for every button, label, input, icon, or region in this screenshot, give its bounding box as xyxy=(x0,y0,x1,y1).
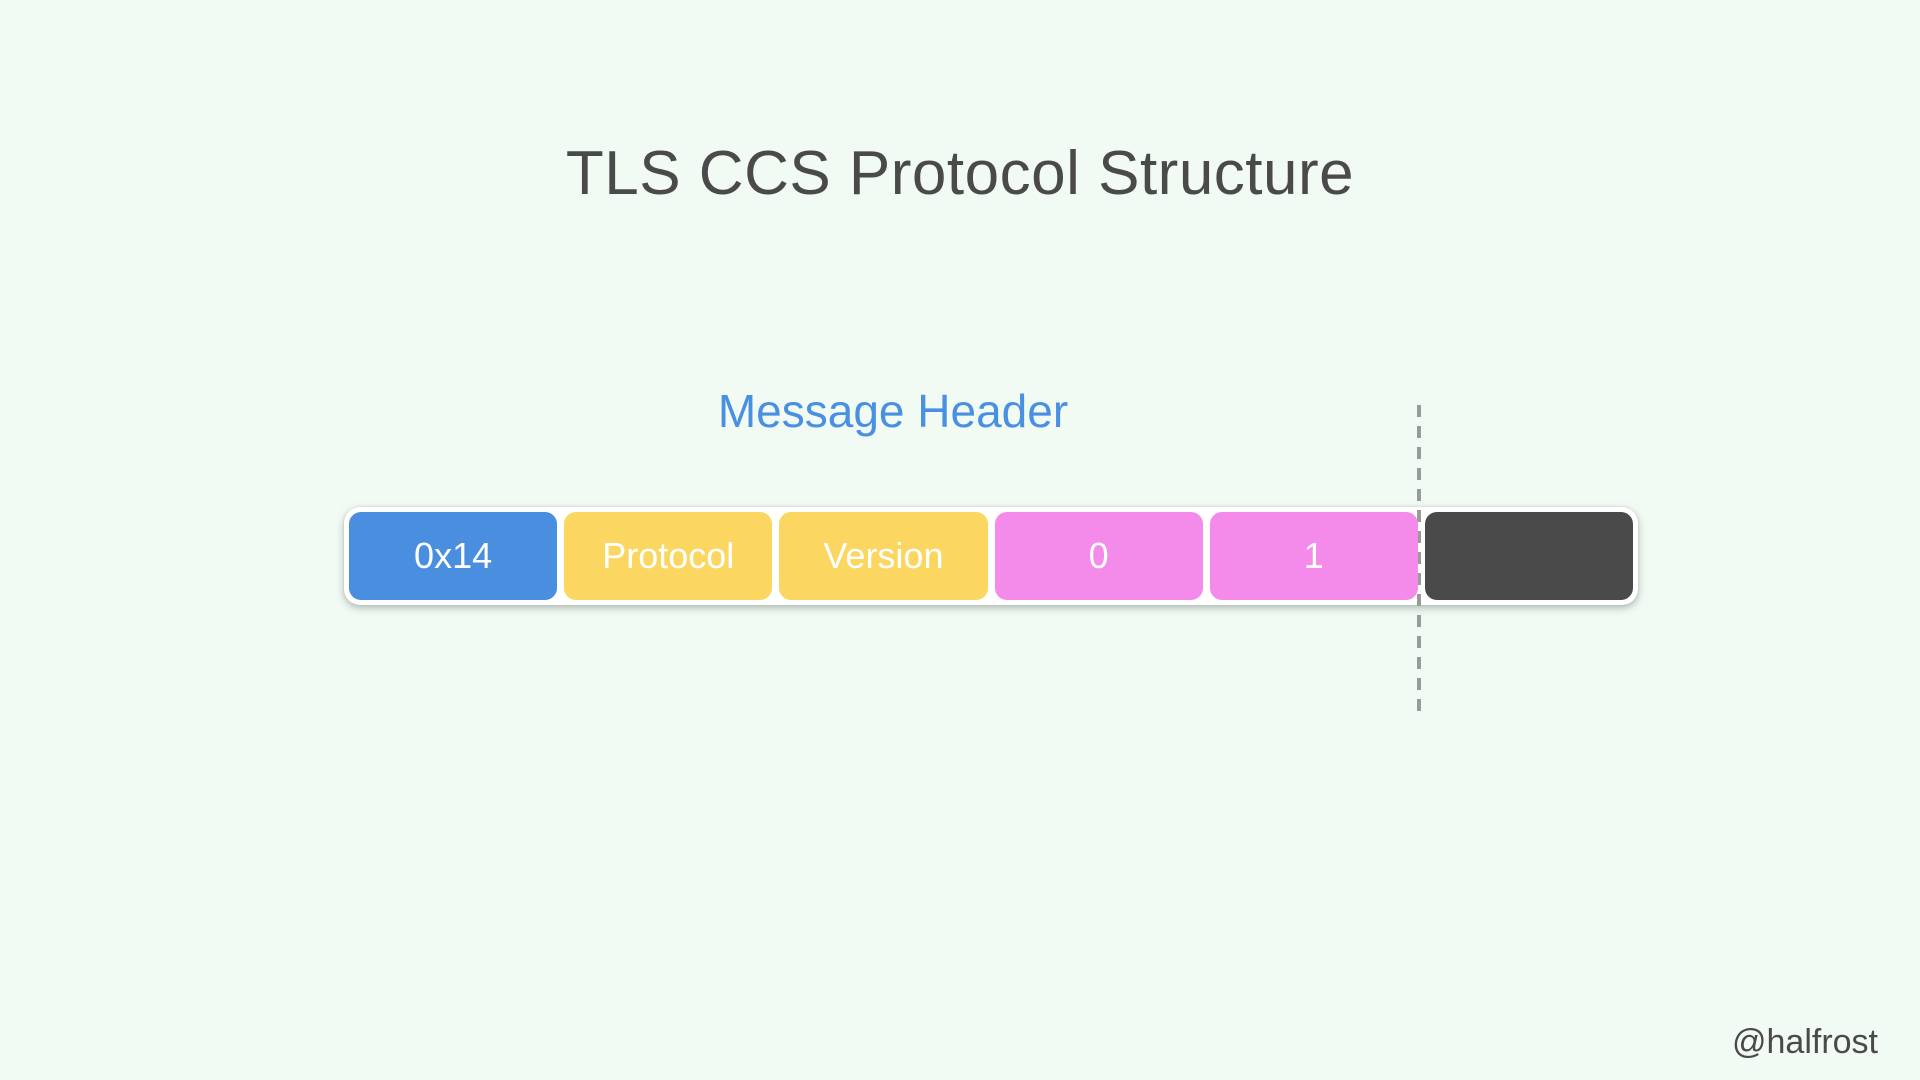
segment-label: 1 xyxy=(1303,535,1324,576)
message-header-label: Message Header xyxy=(717,385,1069,437)
dashed-divider-line xyxy=(1417,405,1421,713)
page-title: TLS CCS Protocol Structure xyxy=(565,139,1355,208)
segment-label: 0 xyxy=(1088,535,1109,576)
segment-payload-0: 0 xyxy=(994,512,1203,600)
watermark-credit: @halfrost xyxy=(1731,1023,1878,1061)
segment-label: 0x14 xyxy=(414,535,493,576)
segment-label: Version xyxy=(823,535,944,576)
segment-protocol: Protocol xyxy=(564,512,773,600)
segment-payload-1: 1 xyxy=(1209,512,1418,600)
segment-version: Version xyxy=(779,512,988,600)
segment-label: Protocol xyxy=(602,535,735,576)
segment-ccs-type: 0x14 xyxy=(349,512,558,600)
protocol-structure-bar: 0x14 Protocol Version 0 1 xyxy=(344,507,1638,605)
segment-reserved xyxy=(1424,512,1634,600)
